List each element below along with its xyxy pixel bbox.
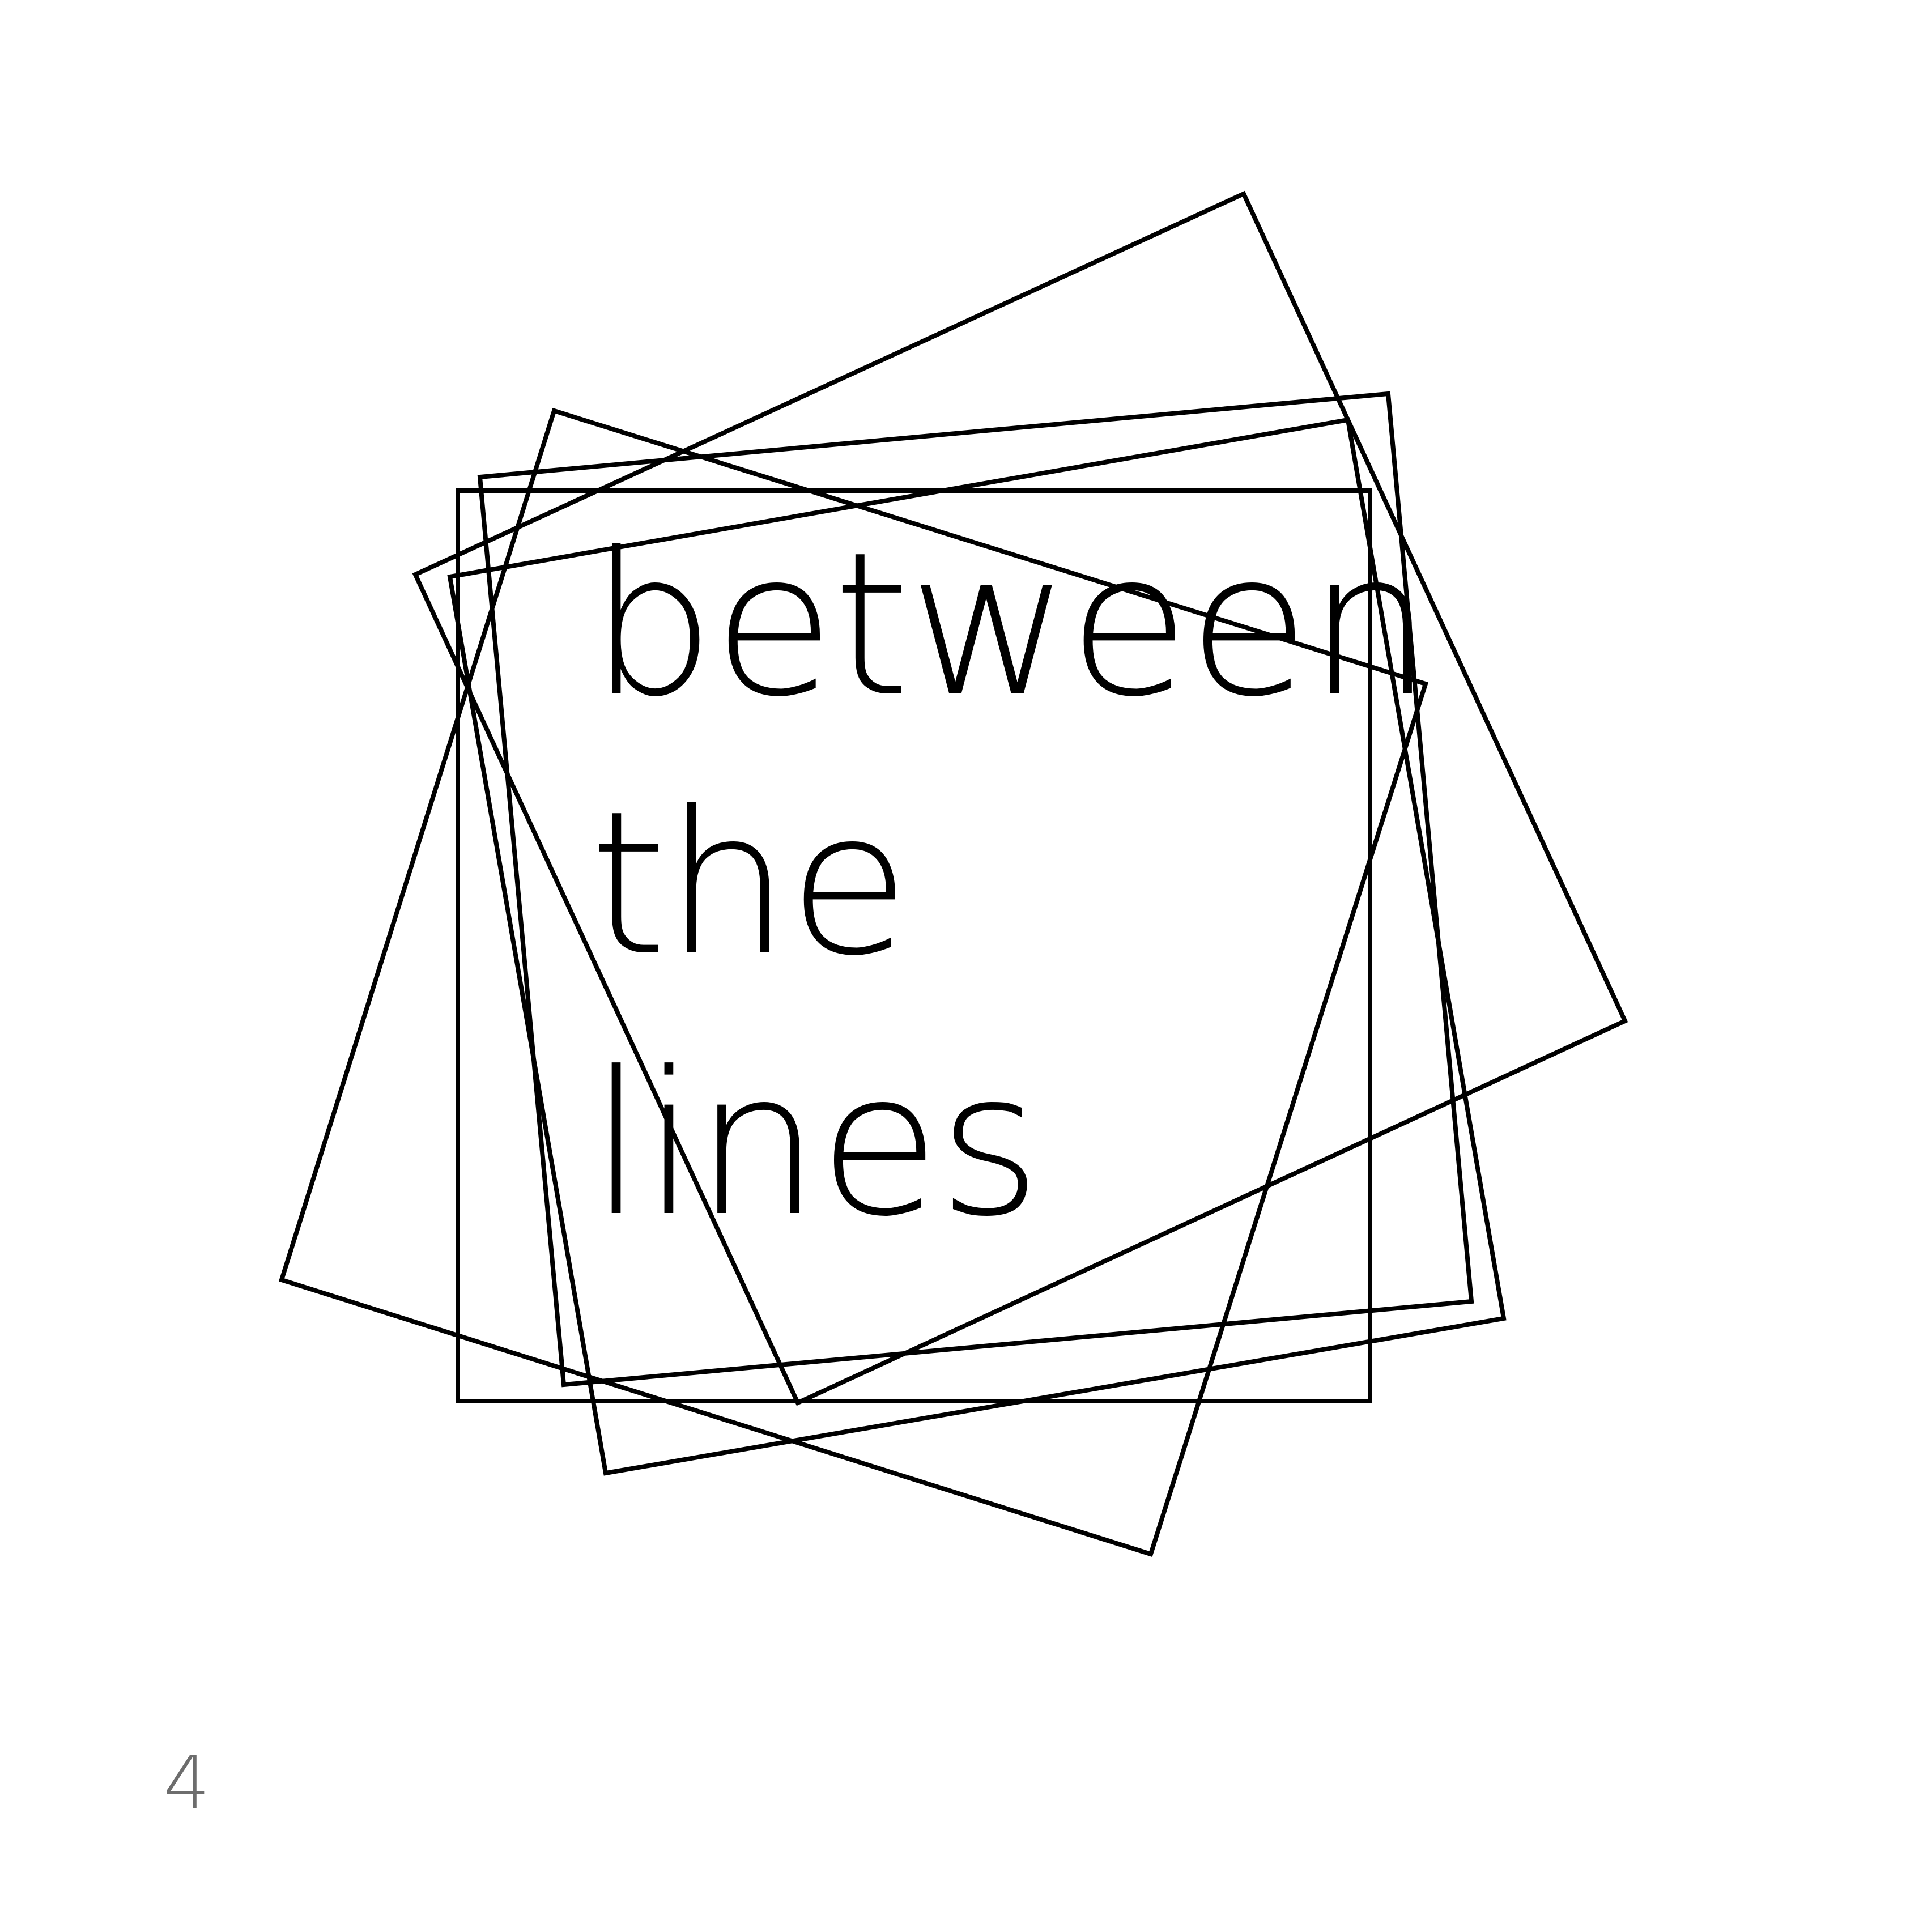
title-word-lines: lines: [589, 1029, 1041, 1260]
square-frame-tilted-large: [278, 407, 1429, 1557]
square-frame-tilted-widest: [412, 190, 1628, 1406]
title-word-the: the: [589, 768, 910, 999]
square-frame-tilted-medium: [447, 417, 1507, 1476]
title-word-between: between: [589, 509, 1433, 741]
square-frame-axis-aligned: [456, 488, 1372, 1403]
page-number: 4: [163, 1740, 210, 1826]
